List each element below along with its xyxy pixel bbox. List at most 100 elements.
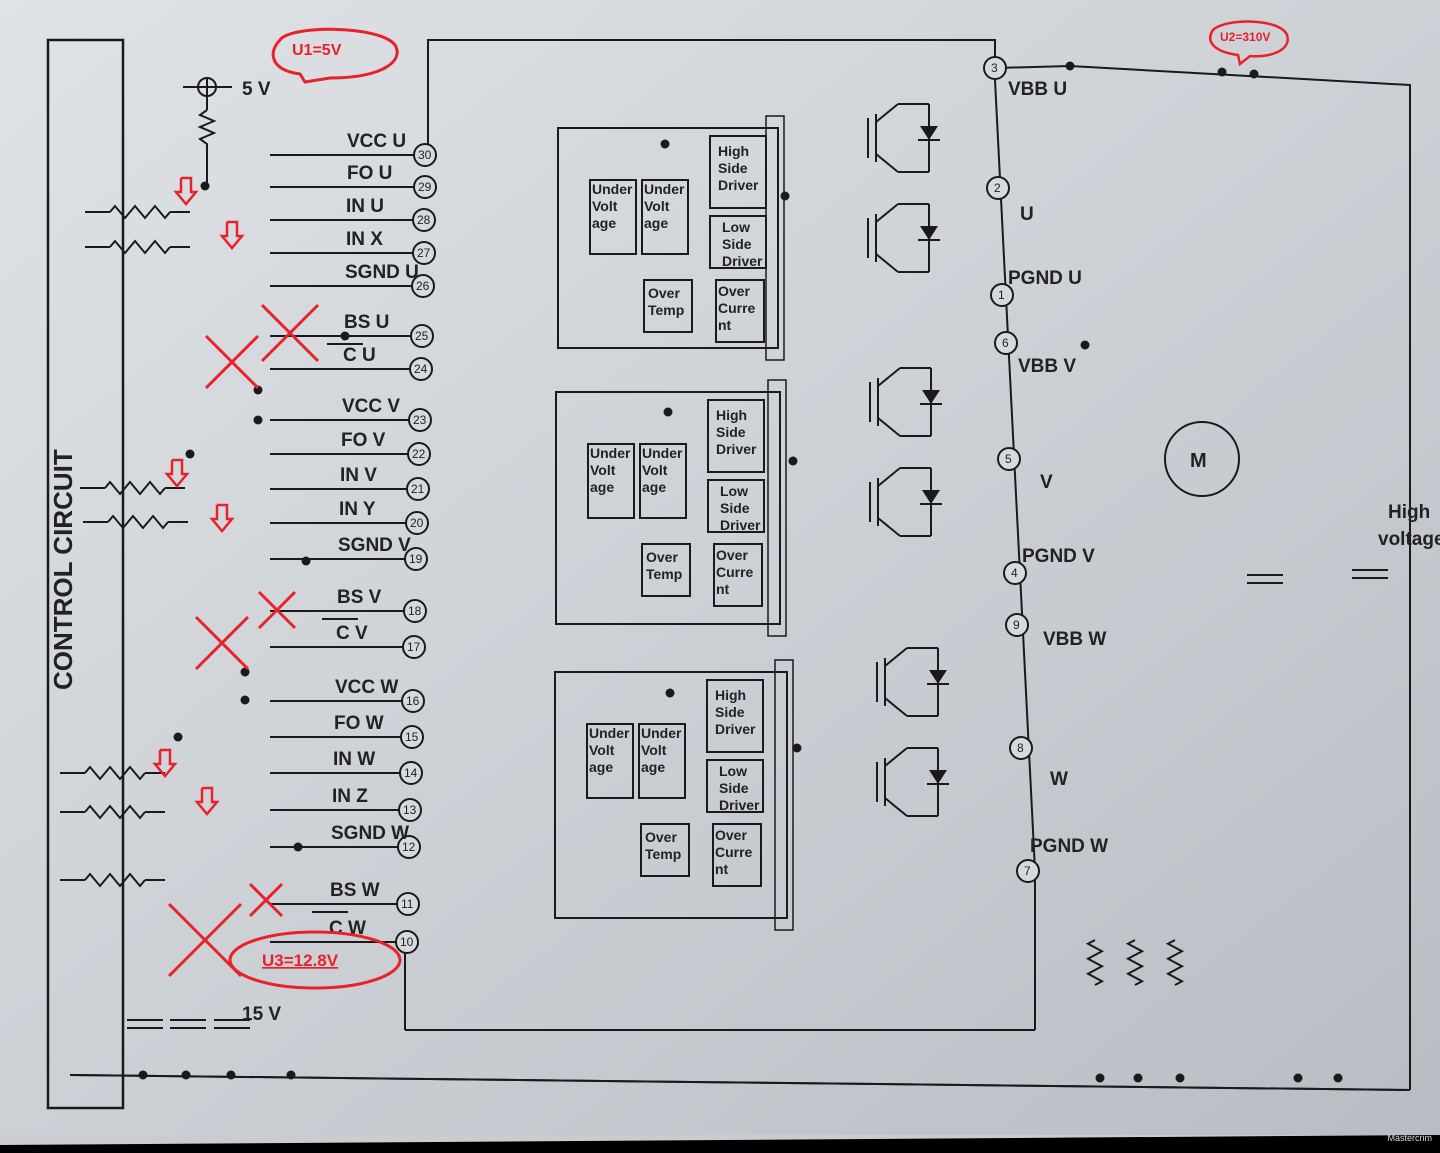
svg-text:U3=12.8V: U3=12.8V <box>262 951 339 970</box>
over-current-block: Curre <box>718 300 756 316</box>
pin-number: 6 <box>1002 336 1009 350</box>
pin-label: IN X <box>346 229 383 250</box>
low-side-driver: Side <box>719 780 749 796</box>
pin-label: C V <box>336 623 368 644</box>
high-side-driver: Side <box>715 704 745 720</box>
low-side-driver: Low <box>719 763 747 779</box>
pin-label: SGND U <box>345 262 419 283</box>
pin-label: SGND V <box>338 535 411 556</box>
pin-number: 30 <box>418 148 432 162</box>
under-voltage-block: Under <box>592 181 633 197</box>
under-voltage-block: Under <box>641 725 682 741</box>
under-voltage-block: age <box>589 759 613 775</box>
over-temp-block: Over <box>646 549 678 565</box>
supply-15v-label: 15 V <box>242 1004 281 1025</box>
pin-label: IN W <box>333 749 375 770</box>
high-side-driver: Side <box>718 160 748 176</box>
pin-label: BS V <box>337 587 382 608</box>
pin-number: 1 <box>998 288 1005 302</box>
pin-label: BS U <box>344 312 389 333</box>
pin-label: IN U <box>346 196 384 217</box>
pin-number: 29 <box>418 180 432 194</box>
under-voltage-block: Under <box>644 181 685 197</box>
over-current-block: nt <box>718 317 732 333</box>
pin-label: IN V <box>340 465 377 486</box>
over-temp-block: Temp <box>646 566 682 582</box>
high-side-driver: High <box>718 143 749 159</box>
driver-section-1 <box>557 127 779 349</box>
annotation-u1: U1=5V <box>271 27 399 84</box>
control-circuit-label: CONTROL CIRCUIT <box>48 449 78 690</box>
pin-5: 5V <box>997 447 1053 493</box>
low-side-driver: Side <box>720 500 750 516</box>
high-side-driver: Driver <box>715 721 756 737</box>
high-voltage-label-1: High <box>1388 502 1430 523</box>
pin-17: 17C V <box>336 623 426 659</box>
pin-number: 14 <box>404 766 418 780</box>
pin-number: 2 <box>994 181 1001 195</box>
under-voltage-block: Under <box>642 445 683 461</box>
high-side-driver: High <box>716 407 747 423</box>
supply-5v-label: 5 V <box>242 79 271 100</box>
pin-11: 11 BS W <box>330 880 420 916</box>
pin-label: VCC U <box>347 131 406 152</box>
pin-number: 20 <box>410 516 424 530</box>
pin-label: V <box>1040 472 1053 493</box>
over-current-block: Over <box>716 547 748 563</box>
over-current-block: Curre <box>716 564 754 580</box>
pin-number: 22 <box>412 447 426 461</box>
pin-label: BS W <box>330 880 380 901</box>
low-side-driver: Side <box>722 236 752 252</box>
pin-24: 24C U <box>343 345 433 381</box>
over-temp-block: Temp <box>645 846 681 862</box>
low-side-driver: Driver <box>720 517 761 533</box>
pin-number: 9 <box>1013 618 1020 632</box>
svg-text:U1=5V: U1=5V <box>292 42 342 59</box>
pin-15: 15 FO W <box>334 713 424 749</box>
over-current-block: nt <box>715 861 729 877</box>
pin-22: 22 FO V <box>341 430 431 466</box>
pin-label: FO W <box>334 713 384 734</box>
pin-number: 11 <box>401 897 414 911</box>
pin-21: 21 IN V <box>340 465 430 501</box>
pin-number: 4 <box>1011 566 1018 580</box>
under-voltage-block: age <box>642 479 666 495</box>
pin-number: 8 <box>1017 741 1024 755</box>
pin-label: SGND W <box>331 823 409 844</box>
pin-label: VCC W <box>335 677 398 698</box>
under-voltage-block: Volt <box>644 198 670 214</box>
under-voltage-block: Under <box>590 445 631 461</box>
over-current-block: nt <box>716 581 730 597</box>
pin-30: 30 VCC U <box>347 131 437 167</box>
pin-number: 10 <box>400 935 414 949</box>
high-side-driver: Driver <box>718 177 759 193</box>
pin-14: 14 IN W <box>333 749 423 785</box>
pin-20: 20 IN Y <box>339 499 429 535</box>
motor: M <box>1164 421 1240 497</box>
pin-number: 15 <box>405 730 419 744</box>
pin-label: IN Y <box>339 499 376 520</box>
under-voltage-block: Volt <box>592 198 618 214</box>
over-temp-block: Temp <box>648 302 684 318</box>
pin-number: 27 <box>417 246 431 260</box>
pin-label: FO V <box>341 430 386 451</box>
pin-number: 24 <box>414 362 428 376</box>
under-voltage-block: age <box>590 479 614 495</box>
pin-label: VCC V <box>342 396 400 417</box>
high-voltage-label-2: voltage <box>1378 529 1440 550</box>
pin-8: 8W <box>1009 736 1068 790</box>
pin-2: 2U <box>986 176 1034 225</box>
annotation-u2: U2=310V <box>1209 20 1289 67</box>
svg-text:M: M <box>1190 450 1207 472</box>
pin-number: 21 <box>411 482 425 496</box>
